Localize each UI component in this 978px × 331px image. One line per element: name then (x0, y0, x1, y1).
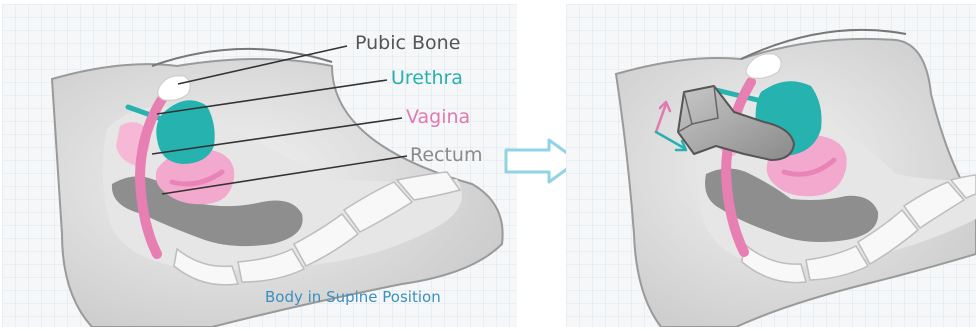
rectum-label: Rectum (410, 146, 482, 165)
left-panel-diagram: Pubic Bone Urethra Vagina Rectum Body in… (2, 4, 517, 327)
position-caption: Body in Supine Position (265, 290, 441, 305)
anatomy-diagram-right (566, 4, 976, 327)
vagina-label: Vagina (406, 108, 470, 127)
urethra-label: Urethra (391, 69, 463, 88)
right-panel-diagram (566, 4, 976, 327)
pubic-bone-label: Pubic Bone (355, 34, 460, 53)
